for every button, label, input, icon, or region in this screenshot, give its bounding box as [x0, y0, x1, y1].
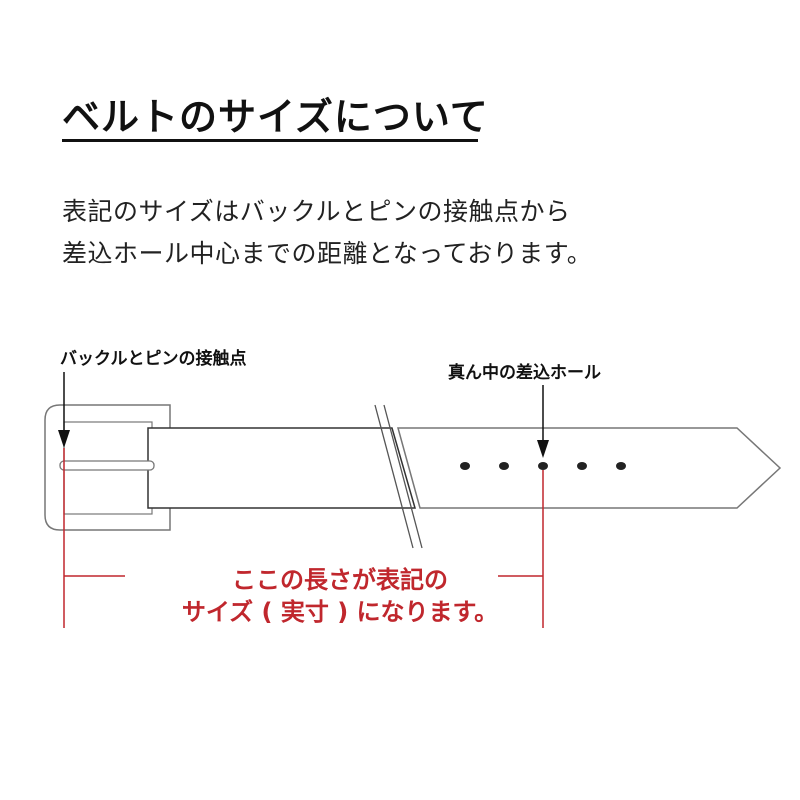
title-underline: [62, 139, 478, 142]
belt-strap-left: [147, 427, 416, 509]
arrow-head-icon: [58, 430, 70, 448]
belt-hole-center: [538, 462, 548, 470]
center-hole-label: 真ん中の差込ホール: [448, 363, 601, 383]
description-line-2: 差込ホール中心までの距離となっております。: [62, 239, 593, 268]
belt-hole: [616, 462, 626, 470]
description-line-1: 表記のサイズはバックルとピンの接触点から: [62, 197, 571, 226]
belt-hole: [460, 462, 470, 470]
size-note-line-1: ここの長さが表記の: [232, 566, 448, 594]
arrow-head-icon: [537, 440, 549, 458]
size-note-line-2: サイズ ( 実寸 ) になります。: [181, 598, 499, 626]
break-line: [374, 404, 414, 549]
buckle-contact-label: バックルとピンの接触点: [60, 349, 247, 369]
page-title: ベルトのサイズについて: [62, 95, 489, 139]
belt-holes: [460, 462, 626, 470]
break-line: [383, 404, 423, 549]
belt-hole: [577, 462, 587, 470]
buckle-pin: [59, 460, 155, 471]
belt-hole: [499, 462, 509, 470]
belt-strap-right: [397, 427, 782, 509]
